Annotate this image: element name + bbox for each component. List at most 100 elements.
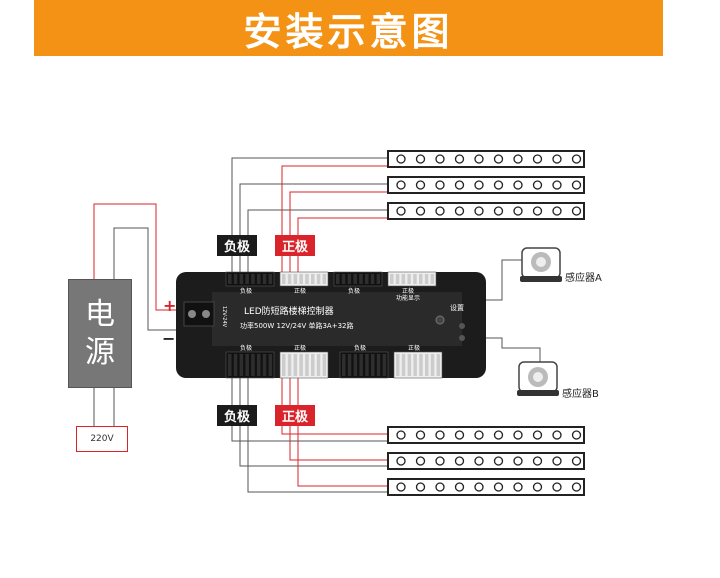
led-dot [454,482,465,492]
banner: 安装示意图 [34,0,663,56]
led-dot [435,482,445,492]
top-terminal-block-4 [387,271,437,287]
input-screw-1 [188,310,196,318]
led-dot [415,154,426,164]
controller-inner [212,292,462,346]
led-dot [454,456,465,466]
status-led-2 [459,335,465,341]
led-dot [571,456,582,466]
bottom-terminal-labels: 负极 正极 负极 正极 [240,344,420,352]
top-terminal-block-3 [333,271,383,287]
led-dot [513,154,523,164]
led-dot [571,482,582,492]
led-dot [474,482,484,492]
tag-neg-top: 负极 [217,235,257,256]
led-dot [552,482,562,492]
led-dot [415,206,426,216]
bottom-terminal-label: 正极 [294,344,306,352]
top-terminal-block-1 [225,271,275,287]
led-dot [493,430,504,440]
top-terminal-label: 正极 [402,287,414,295]
led-dot [532,180,543,190]
led-dot [571,206,582,216]
bottom-terminal-label: 负极 [240,344,252,352]
power-supply-char-2: 源 [85,334,115,370]
controller-mode-label: 功能显示 [396,294,420,302]
led-dot [552,456,562,466]
led-dot [571,154,582,164]
status-led-1 [459,323,465,329]
bottom-strip1-pos-wire [281,378,390,435]
led-dot [513,206,523,216]
bottom-led-strip-2 [387,452,585,470]
led-dot [493,206,504,216]
led-dot [532,206,543,216]
sensor-b [517,361,559,396]
controller-voltage-label: 12V-24V [221,306,227,328]
led-dot [552,206,562,216]
led-dot [571,430,582,440]
led-dot [513,482,523,492]
led-dot [552,154,562,164]
top-strip2-pos-wire [289,191,390,272]
top-strip2-neg-wire [239,183,390,272]
led-dot [493,456,504,466]
led-dot [513,456,523,466]
bottom-strip3-neg-wire [247,378,390,493]
led-dot [454,206,465,216]
top-terminal-label: 负极 [348,287,360,295]
top-led-strip-1 [387,150,585,168]
led-dot [396,430,406,440]
led-dot [474,180,484,190]
bottom-strip1-neg-wire [231,378,390,442]
bottom-terminal-block-3 [339,351,389,379]
led-dot [396,154,406,164]
sensor-a-label: 感应器A [565,273,602,284]
tag-pos-top: 正极 [275,235,315,256]
led-dot [415,482,426,492]
tag-neg-bottom: 负极 [217,405,257,426]
led-dot [396,206,406,216]
top-strip1-neg-wire [231,157,390,272]
led-dot [474,206,484,216]
led-dot [571,180,582,190]
ac-input-box: 220V [76,426,128,452]
power-supply-char-1: 电 [85,296,115,332]
bottom-terminal-block-2 [279,351,329,379]
setting-button[interactable] [435,315,445,325]
led-dot [396,456,406,466]
led-dot [552,430,562,440]
led-dot [435,154,445,164]
top-strip3-neg-wire [247,209,390,272]
led-dot [435,180,445,190]
power-supply: 电 源 [68,279,132,388]
bottom-strip3-pos-wire [297,378,390,487]
led-dot [474,430,484,440]
led-dot [415,456,426,466]
bottom-terminal-label: 负极 [354,344,366,352]
bottom-terminal-block-4 [393,351,443,379]
led-dot [552,180,562,190]
terminal-blocks [225,271,443,379]
led-dot [532,456,543,466]
led-dot [474,456,484,466]
bottom-led-strip-3 [387,478,585,496]
bottom-terminal-label: 正极 [408,344,420,352]
led-dot [454,430,465,440]
led-dot [532,154,543,164]
led-dot [493,154,504,164]
controller-title: LED防短路楼梯控制器 [244,305,334,317]
psu-positive-wire [93,203,190,311]
minus-symbol: − [162,329,176,348]
sensor-b-label: 感应器B [562,389,599,400]
led-dot [396,180,406,190]
led-dot [532,430,543,440]
led-dot [415,430,426,440]
bottom-strip2-neg-wire [239,378,390,467]
top-terminal-labels: 负极正极负极正极 [240,287,414,295]
banner-title: 安装示意图 [243,9,454,54]
input-screw-2 [202,310,210,318]
led-dot [513,430,523,440]
controller-spec: 功率500W 12V/24V 单路3A+32路 [240,321,354,330]
